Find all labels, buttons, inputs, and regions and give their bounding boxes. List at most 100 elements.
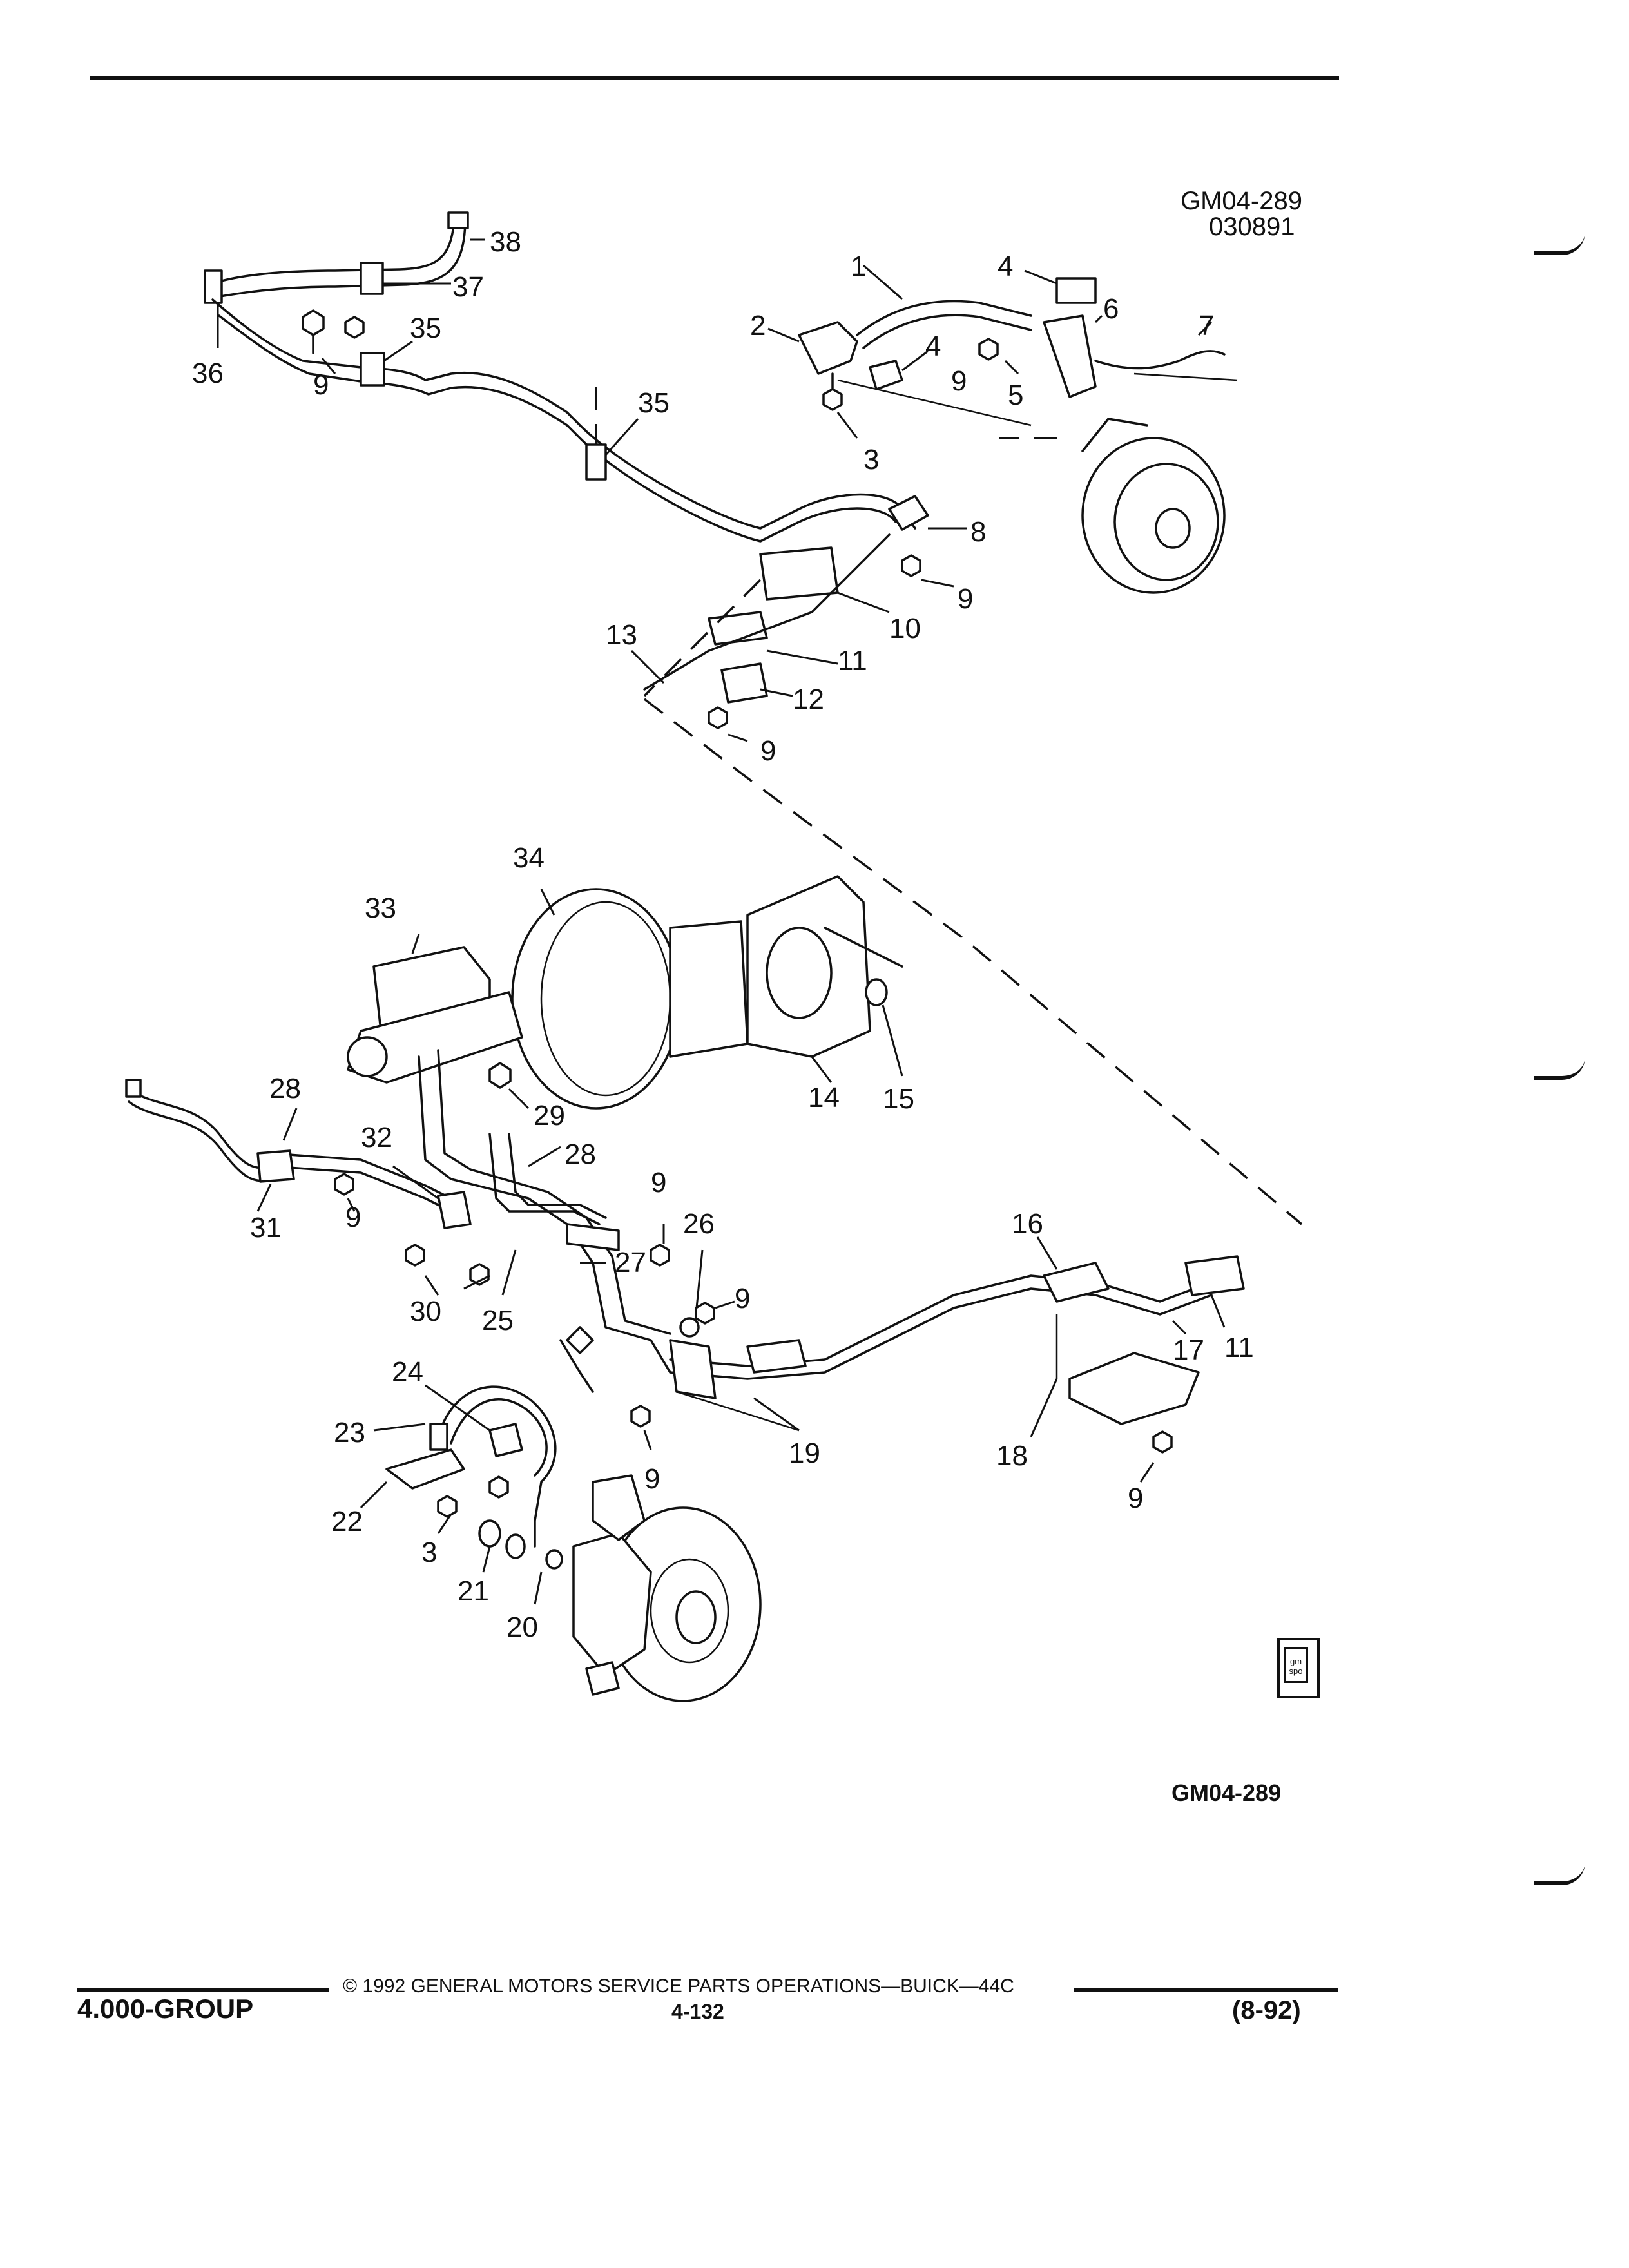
leader-25 (501, 1249, 517, 1296)
callout-36: 36 (192, 358, 224, 389)
rear-brake-pipe-upper (211, 218, 456, 285)
callout-37: 37 (452, 271, 484, 303)
callout-14: 14 (808, 1082, 840, 1113)
leader-9c (921, 579, 954, 588)
bracket-19 (669, 1339, 717, 1399)
hose-fitting-23 (429, 1423, 448, 1451)
clip-4-lower (869, 360, 903, 390)
callout-24: 24 (392, 1356, 423, 1388)
callout-9a: 9 (313, 369, 329, 401)
leader-3b (437, 1514, 452, 1534)
bolt-9-g (650, 1244, 670, 1267)
callout-9j: 9 (644, 1463, 660, 1495)
bolt-9-i (1152, 1430, 1173, 1454)
bracket-12 (720, 662, 768, 704)
clip-10 (759, 546, 839, 601)
callout-12: 12 (793, 684, 824, 715)
clip-36 (204, 269, 223, 304)
gm-spo-logo-spo: spo (1289, 1666, 1303, 1676)
date-code-header: 030891 (1209, 213, 1295, 241)
front-pipe-c (488, 1133, 601, 1225)
figure-id: GM04-289 (1171, 1780, 1282, 1806)
callout-20: 20 (506, 1611, 538, 1643)
leader-4b (901, 350, 929, 372)
leader-23 (373, 1423, 426, 1432)
bolt-5 (978, 338, 999, 361)
nut-26 (679, 1317, 700, 1338)
nut-15 (865, 978, 888, 1006)
leader-16 (1036, 1236, 1058, 1270)
flex-hose-23b (450, 1398, 548, 1477)
bolt-3-front-a (437, 1495, 458, 1518)
callout-9h: 9 (735, 1283, 750, 1314)
clip-37 (360, 262, 384, 295)
callout-27: 27 (615, 1247, 646, 1278)
firewall-edge (824, 927, 903, 968)
leader-15 (882, 1004, 903, 1077)
leader-31 (256, 1184, 272, 1212)
callout-9c: 9 (958, 583, 973, 615)
callout-9e: 9 (345, 1202, 361, 1233)
leader-28b (528, 1146, 561, 1168)
bracket-6 (1043, 314, 1097, 398)
leader-9e (347, 1198, 356, 1212)
callout-38: 38 (490, 226, 521, 258)
pipe-7 (1094, 350, 1226, 370)
nut-29 (488, 1062, 512, 1089)
callout-19: 19 (789, 1437, 820, 1469)
clip-4-upper (1055, 277, 1097, 304)
leader-26 (695, 1249, 704, 1315)
pipe-28-left (128, 1088, 272, 1169)
callout-23: 23 (334, 1417, 365, 1448)
callout-6: 6 (1103, 293, 1119, 325)
leader-12 (760, 688, 793, 697)
front-hose-fitting (566, 1326, 594, 1354)
clip-31 (256, 1149, 295, 1183)
leader-24 (425, 1384, 490, 1432)
callout-34: 34 (513, 842, 545, 874)
flex-hose-23 (437, 1385, 557, 1548)
clip-32 (437, 1191, 472, 1229)
junction-8 (888, 495, 929, 531)
front-pipe-d (508, 1133, 607, 1219)
leader-11a (766, 649, 838, 665)
binding-mark (1534, 1862, 1585, 1885)
bolt-3-front-b (488, 1475, 509, 1499)
bolt-9-h (695, 1302, 715, 1325)
firewall-hole (766, 927, 833, 1019)
callout-35a: 35 (410, 312, 441, 344)
leader-9h (715, 1300, 735, 1309)
clip-24 (488, 1423, 523, 1457)
bracket-2 (798, 321, 858, 375)
rear-long-pipe-2 (218, 314, 897, 543)
callout-26: 26 (683, 1208, 715, 1240)
callout-9d: 9 (760, 735, 776, 767)
callout-3b: 3 (421, 1537, 437, 1568)
leader-30b (463, 1274, 490, 1290)
callout-10: 10 (889, 613, 921, 644)
callout-13: 13 (606, 619, 637, 651)
knuckle-lower (585, 1661, 620, 1696)
leader-13 (630, 649, 665, 684)
callout-11b: 11 (1224, 1332, 1254, 1363)
footer-rule-right (1074, 1988, 1338, 1992)
leader-32 (392, 1165, 439, 1200)
leader-35a (383, 340, 413, 362)
rear-drum-hub (1155, 508, 1191, 549)
leader-10 (837, 591, 890, 613)
rear-axle-line (837, 379, 1032, 427)
leader-2 (767, 327, 800, 343)
callout-28b: 28 (564, 1139, 596, 1170)
leader-11b (1210, 1294, 1226, 1328)
callout-4b: 4 (925, 331, 941, 362)
rotor-hat (650, 1558, 729, 1664)
leader-9d (728, 733, 748, 742)
callout-29: 29 (534, 1100, 565, 1131)
flex-hose-1 (856, 300, 1032, 336)
callout-15: 15 (883, 1083, 914, 1115)
footer-copyright: © 1992 GENERAL MOTORS SERVICE PARTS OPER… (343, 1975, 1014, 1997)
leader-9j (643, 1430, 652, 1450)
front-hose-pipe (559, 1339, 594, 1393)
leader-4a (1024, 269, 1057, 285)
dash-connector-main (643, 698, 1303, 1225)
